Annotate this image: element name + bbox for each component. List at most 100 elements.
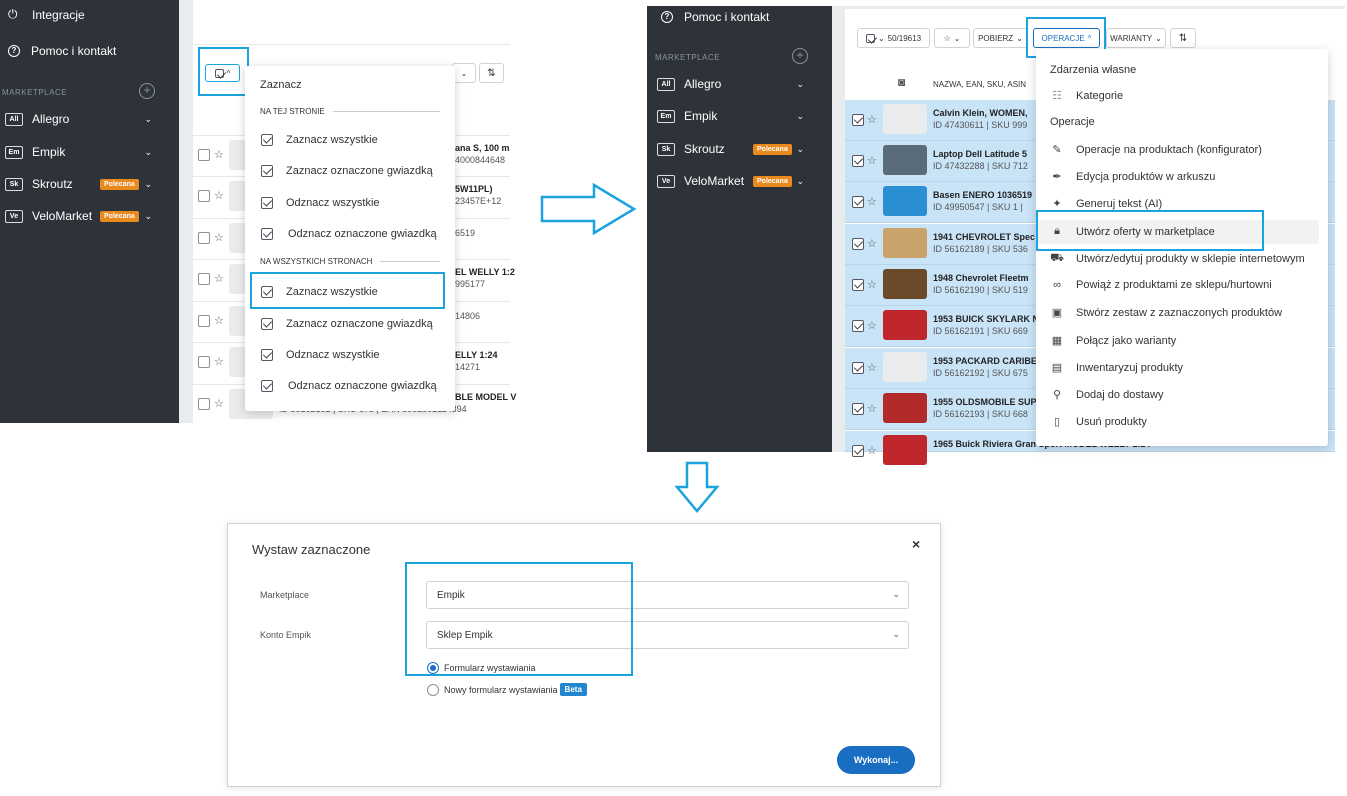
row-checkbox[interactable]	[852, 320, 864, 332]
selection-count: 50/19613	[887, 33, 922, 43]
marketplace-allegro[interactable]: All Allegro ⌄	[657, 77, 807, 91]
radio-new-form[interactable]: Nowy formularz wystawiania Beta	[427, 683, 587, 696]
row-checkbox[interactable]	[852, 114, 864, 126]
sidebar-item-integracje[interactable]: ⏻ Integracje	[8, 7, 85, 22]
star-icon[interactable]: ☆	[214, 273, 224, 285]
row-checkbox[interactable]	[852, 403, 864, 415]
warianty-button[interactable]: WARIANTY⌄	[1106, 28, 1166, 48]
add-marketplace-icon[interactable]: +	[139, 83, 155, 99]
menu-item-create-offers-overlay[interactable]: 🔒︎ Utwórz oferty w marketplace	[1050, 225, 1215, 238]
marketplace-skroutz[interactable]: Sk Skroutz Polecana ⌄	[657, 142, 807, 156]
column-header-name: NAZWA, EAN, SKU, ASIN	[933, 80, 1027, 89]
marketplace-skroutz[interactable]: Sk Skroutz Polecana ⌄	[5, 177, 155, 191]
marketplace-velomarket[interactable]: Ve VeloMarket Polecana ⌄	[657, 174, 807, 188]
operacje-button[interactable]: OPERACJE^	[1033, 28, 1100, 48]
row-checkbox[interactable]	[852, 362, 864, 374]
row-checkbox[interactable]	[852, 238, 864, 250]
sort-icon: ⇅	[487, 67, 496, 79]
sidebar-item-help[interactable]: ? Pomoc i kontakt	[661, 10, 769, 24]
sidebar-item-help[interactable]: ? Pomoc i kontakt	[8, 44, 116, 58]
star-icon[interactable]: ☆	[214, 149, 224, 161]
row-checkbox[interactable]	[852, 155, 864, 167]
menu-item-deselect-starred-page[interactable]: Odznacz oznaczone gwiazdką	[261, 228, 437, 240]
chevron-down-icon: ⌄	[1016, 33, 1023, 43]
menu-item-select-all-page[interactable]: Zaznacz wszystkie	[261, 134, 378, 146]
select-dropdown-button[interactable]: ^	[205, 64, 240, 82]
sidebar-item-label: Pomoc i kontakt	[684, 10, 770, 24]
menu-item-select-starred-pages[interactable]: Zaznacz oznaczone gwiazdką	[261, 318, 433, 330]
menu-item-operation[interactable]: ▤Inwentaryzuj produkty	[1050, 361, 1183, 375]
star-icon[interactable]: ☆	[214, 356, 224, 368]
star-icon[interactable]: ☆	[867, 238, 877, 250]
menu-item-operation[interactable]: ▦Połącz jako warianty	[1050, 334, 1176, 348]
selection-count-button[interactable]: ⌄ 50/19613	[857, 28, 930, 48]
product-text: 14806	[455, 309, 510, 321]
account-select[interactable]: Sklep Empik ⌄	[426, 621, 909, 649]
close-icon[interactable]: ×	[912, 536, 921, 552]
radio-form[interactable]: Formularz wystawiania	[427, 662, 536, 674]
row-checkbox[interactable]	[198, 190, 210, 202]
menu-item-operation[interactable]: ∞Powiąż z produktami ze sklepu/hurtowni	[1050, 279, 1272, 291]
star-icon[interactable]: ☆	[867, 279, 877, 291]
marketplace-allegro[interactable]: All Allegro ⌄	[5, 112, 155, 126]
sort-button[interactable]: ⇅	[479, 63, 504, 83]
star-icon[interactable]: ☆	[214, 398, 224, 410]
star-icon[interactable]: ☆	[214, 232, 224, 244]
row-checkbox[interactable]	[852, 279, 864, 291]
menu-item-operation[interactable]: ▯Usuń produkty	[1050, 415, 1147, 429]
product-thumbnail	[883, 269, 927, 299]
star-filter-button[interactable]: ☆⌄	[934, 28, 970, 48]
row-checkbox[interactable]	[852, 196, 864, 208]
add-marketplace-icon[interactable]: +	[792, 48, 808, 64]
menu-item-select-starred-page[interactable]: Zaznacz oznaczone gwiazdką	[261, 165, 433, 177]
recommended-badge: Polecana	[753, 175, 792, 187]
menu-item-deselect-all-page[interactable]: Odznacz wszystkie	[261, 197, 380, 209]
row-checkbox[interactable]	[198, 356, 210, 368]
toolbar-dropdown-button[interactable]: ⌄	[452, 63, 476, 83]
menu-item-deselect-starred-pages[interactable]: Odznacz oznaczone gwiazdką	[261, 380, 437, 392]
marketplace-empik[interactable]: Em Empik ⌄	[5, 145, 155, 159]
recommended-badge: Polecana	[100, 210, 139, 222]
star-icon[interactable]: ☆	[867, 362, 877, 374]
star-icon[interactable]: ☆	[867, 155, 877, 167]
menu-item-deselect-all-pages[interactable]: Odznacz wszystkie	[261, 349, 380, 361]
row-checkbox[interactable]	[198, 315, 210, 327]
set-icon: ▣	[1051, 307, 1063, 319]
sort-button[interactable]: ⇅	[1170, 28, 1196, 48]
row-checkbox[interactable]	[198, 398, 210, 410]
menu-item-operation[interactable]: ✒Edycja produktów w arkuszu	[1050, 170, 1215, 184]
row-checkbox[interactable]	[198, 232, 210, 244]
pobierz-button[interactable]: POBIERZ⌄	[973, 28, 1028, 48]
marketplace-label: VeloMarket	[684, 174, 745, 188]
star-icon[interactable]: ☆	[867, 320, 877, 332]
menu-item-operation[interactable]: ✎Operacje na produktach (konfigurator)	[1050, 143, 1262, 157]
product-text: Laptop Dell Latitude 5 ID 47432288 | SKU…	[933, 149, 1036, 171]
menu-item-select-all-pages[interactable]: Zaznacz wszystkie	[261, 286, 378, 298]
menu-item-operation[interactable]: ✦Generuj tekst (AI)	[1050, 197, 1162, 211]
star-icon[interactable]: ☆	[867, 403, 877, 415]
menu-item-label: Zaznacz wszystkie	[286, 286, 378, 298]
submit-button[interactable]: Wykonaj...	[837, 746, 915, 774]
section-this-page: NA TEJ STRONIE	[260, 107, 440, 116]
star-icon[interactable]: ☆	[214, 190, 224, 202]
marketplace-select[interactable]: Empik ⌄	[426, 581, 909, 609]
menu-item-operation[interactable]: ⚲Dodaj do dostawy	[1050, 388, 1163, 402]
row-checkbox[interactable]	[198, 149, 210, 161]
menu-item-label: Zaznacz oznaczone gwiazdką	[286, 318, 433, 330]
star-icon[interactable]: ☆	[867, 196, 877, 208]
checkbox-icon	[261, 286, 273, 298]
menu-item-operation[interactable]: ▣Stwórz zestaw z zaznaczonych produktów	[1050, 306, 1282, 320]
row-checkbox[interactable]	[852, 445, 864, 457]
star-icon[interactable]: ☆	[867, 445, 877, 457]
marketplace-label: Empik	[32, 145, 66, 159]
marketplace-label: Skroutz	[32, 177, 73, 191]
row-checkbox[interactable]	[198, 273, 210, 285]
chevron-down-icon: ⌄	[877, 33, 885, 43]
menu-item-operation[interactable]: ⛟Utwórz/edytuj produkty w sklepie intern…	[1050, 252, 1305, 266]
menu-item-categories[interactable]: ☷ Kategorie	[1050, 89, 1123, 103]
product-text: 6519	[455, 226, 510, 238]
marketplace-velomarket[interactable]: Ve VeloMarket Polecana ⌄	[5, 209, 155, 223]
star-icon[interactable]: ☆	[214, 315, 224, 327]
star-icon[interactable]: ☆	[867, 114, 877, 126]
marketplace-empik[interactable]: Em Empik ⌄	[657, 109, 807, 123]
